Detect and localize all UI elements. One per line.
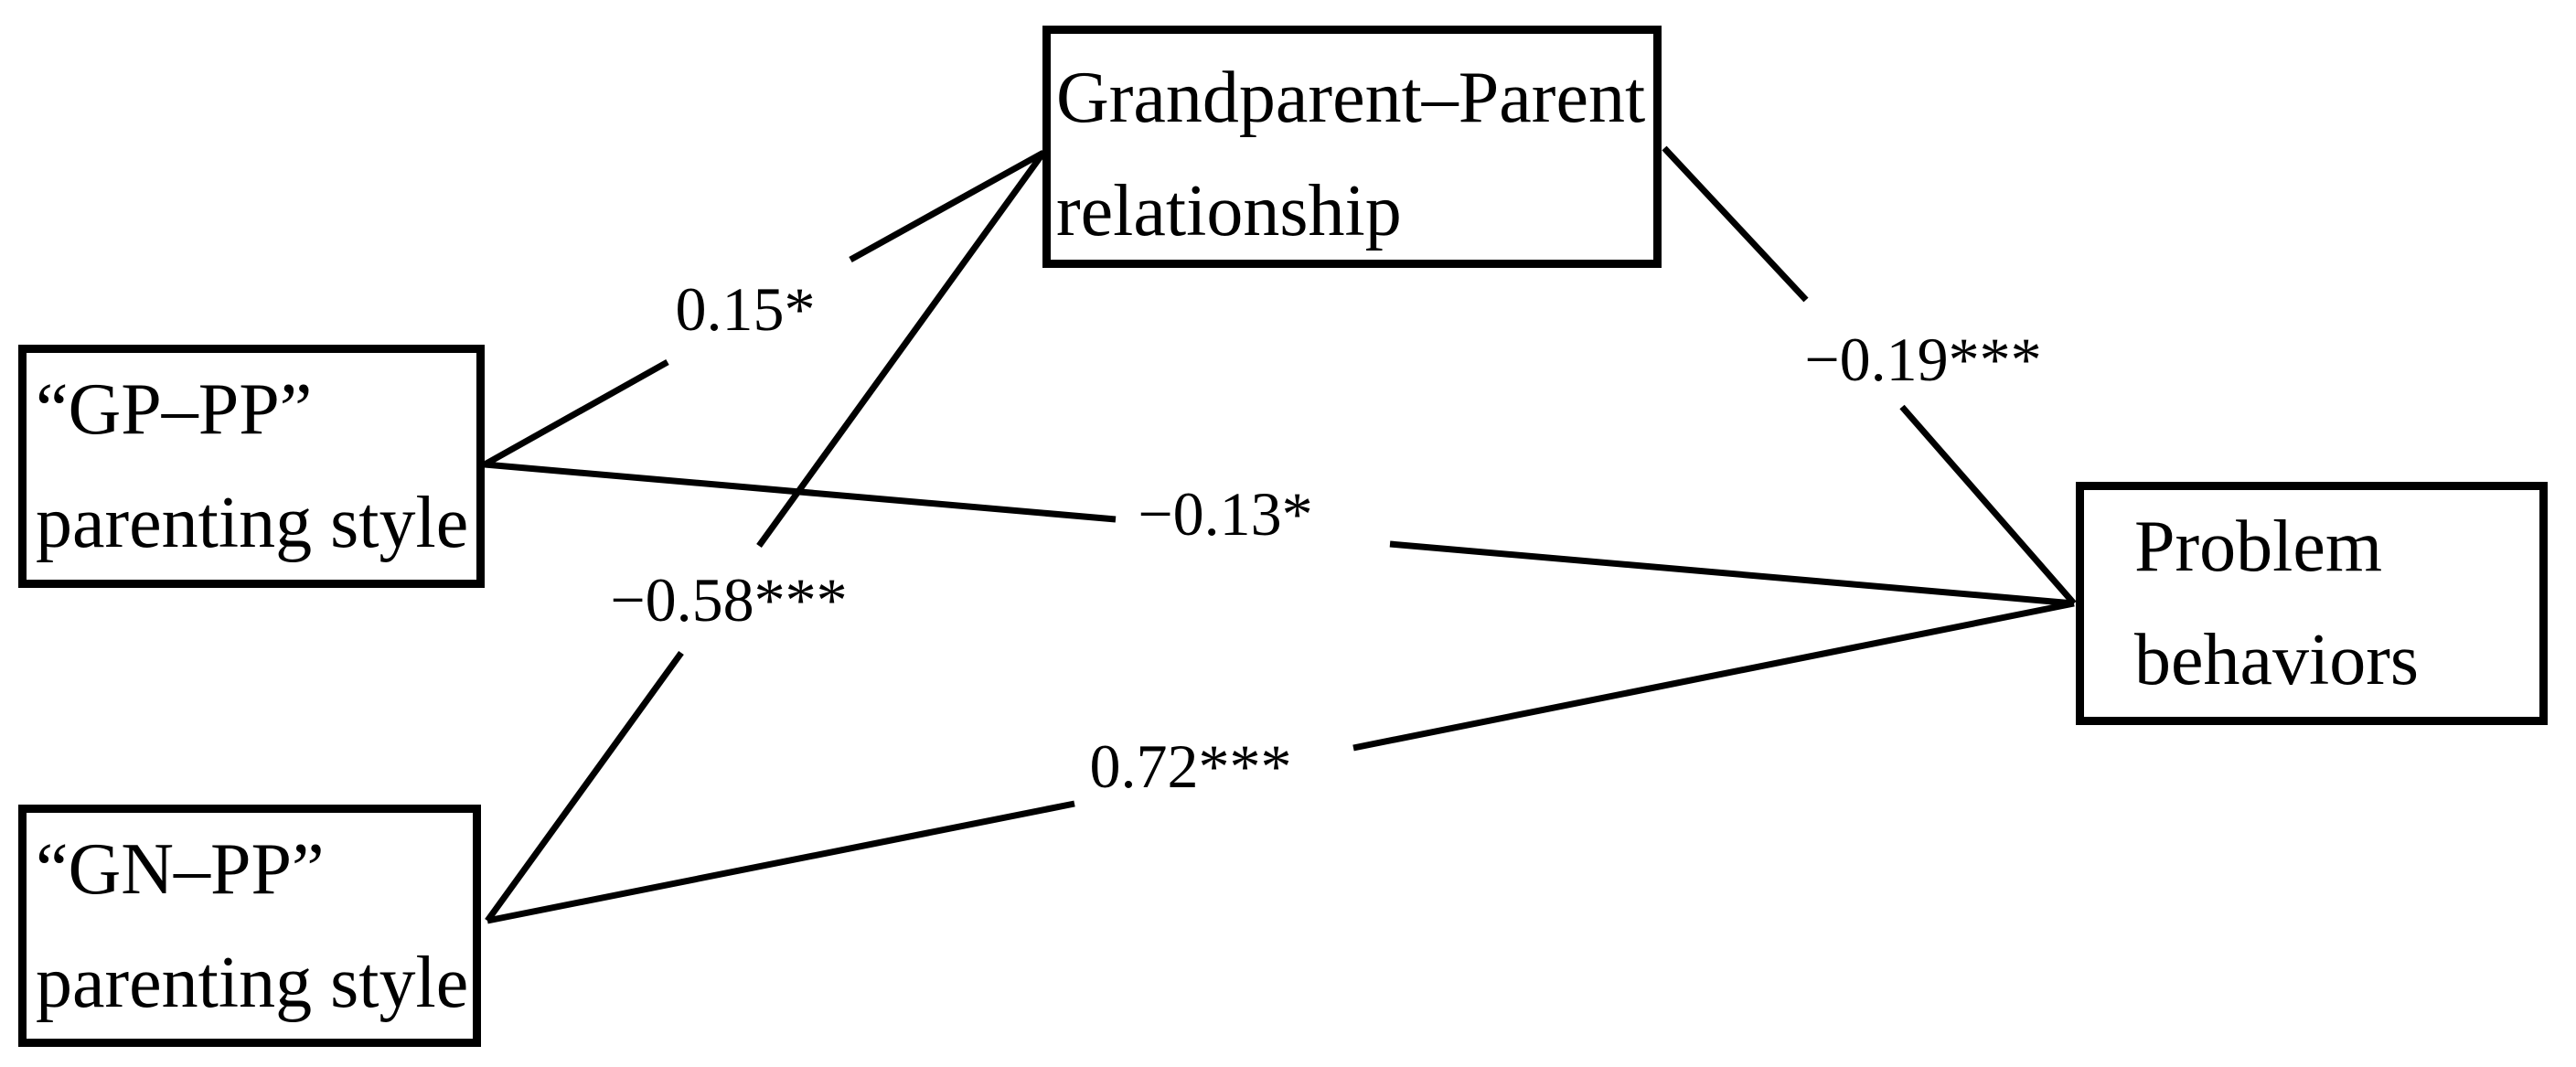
node-gp-pp-parenting-style-line1: “GP–PP” — [36, 369, 313, 450]
edge-mediator-to-outcome-segment-2 — [1899, 404, 2077, 606]
node-problem-behaviors: Problem behaviors — [2076, 482, 2548, 725]
edge-label-gp-pp-to-mediator: 0.15* — [669, 278, 821, 340]
edge-gn-pp-to-mediator-segment-2 — [756, 150, 1046, 549]
node-gn-pp-parenting-style-line1: “GN–PP” — [36, 829, 325, 910]
edge-gn-pp-to-outcome-segment-2 — [1352, 600, 2075, 752]
node-grandparent-parent-relationship-line2: relationship — [1056, 171, 1402, 251]
edge-gp-pp-to-outcome-segment-2 — [1389, 540, 2075, 607]
edge-gn-pp-to-mediator-segment-1 — [485, 650, 684, 923]
node-grandparent-parent-relationship: Grandparent–Parent relationship — [1042, 26, 1662, 268]
edge-gn-pp-to-outcome-segment-1 — [486, 800, 1075, 924]
edge-label-mediator-to-outcome: −0.19*** — [1799, 328, 2047, 390]
node-gp-pp-parenting-style: “GP–PP” parenting style — [18, 345, 485, 588]
edge-label-gp-pp-to-outcome: −0.13* — [1132, 483, 1319, 545]
node-problem-behaviors-line1: Problem — [2134, 507, 2383, 587]
node-gn-pp-parenting-style-line2: parenting style — [36, 943, 469, 1023]
node-problem-behaviors-line2: behaviors — [2134, 620, 2420, 700]
edge-label-gn-pp-to-outcome: 0.72*** — [1084, 735, 1298, 797]
edge-gp-pp-to-mediator-segment-2 — [849, 149, 1045, 263]
node-gn-pp-parenting-style: “GN–PP” parenting style — [18, 805, 481, 1047]
node-gp-pp-parenting-style-line2: parenting style — [36, 483, 469, 563]
edge-mediator-to-outcome-segment-1 — [1662, 145, 1809, 303]
edge-gp-pp-to-mediator-segment-1 — [483, 358, 669, 468]
node-grandparent-parent-relationship-line1: Grandparent–Parent — [1056, 58, 1646, 138]
edge-gp-pp-to-outcome-segment-1 — [484, 461, 1117, 523]
edge-label-gn-pp-to-mediator: −0.58*** — [604, 569, 853, 631]
